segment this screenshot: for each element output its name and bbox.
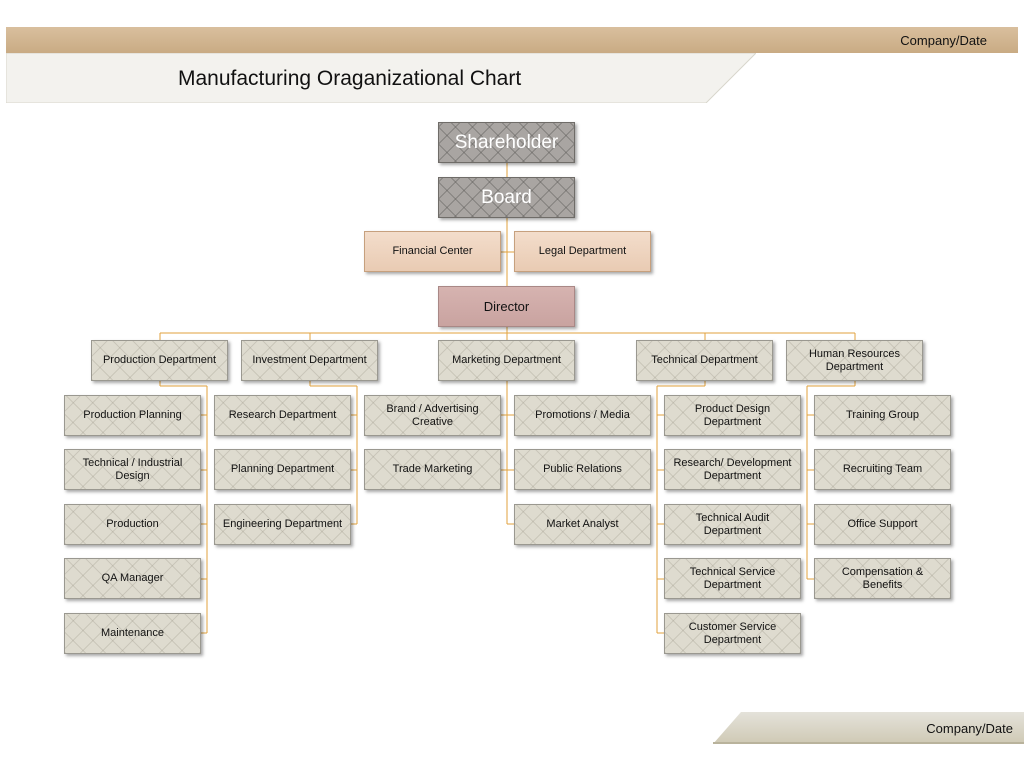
financial-center-box: Financial Center xyxy=(364,231,501,272)
unit-box: Technical / Industrial Design xyxy=(64,449,201,490)
unit-box: Research Department xyxy=(214,395,351,436)
unit-box: Production Planning xyxy=(64,395,201,436)
legal-department-box: Legal Department xyxy=(514,231,651,272)
unit-box: Product Design Department xyxy=(664,395,801,436)
unit-box: Maintenance xyxy=(64,613,201,654)
unit-box: Office Support xyxy=(814,504,951,545)
director-box: Director xyxy=(438,286,575,327)
unit-box: Production xyxy=(64,504,201,545)
board-box: Board xyxy=(438,177,575,218)
header-band xyxy=(6,27,1018,53)
unit-box: Brand / Advertising Creative xyxy=(364,395,501,436)
unit-box: Planning Department xyxy=(214,449,351,490)
unit-box: Training Group xyxy=(814,395,951,436)
unit-box: Recruiting Team xyxy=(814,449,951,490)
unit-box: QA Manager xyxy=(64,558,201,599)
footer-company-date: Company/Date xyxy=(926,721,1013,736)
footer-strip xyxy=(713,712,1024,744)
technical-department-box: Technical Department xyxy=(636,340,773,381)
shareholder-box: Shareholder xyxy=(438,122,575,163)
unit-box: Compensation & Benefits xyxy=(814,558,951,599)
unit-box: Promotions / Media xyxy=(514,395,651,436)
unit-box: Engineering Department xyxy=(214,504,351,545)
human-resources-department-box: Human Resources Department xyxy=(786,340,923,381)
unit-box: Technical Service Department xyxy=(664,558,801,599)
header-company-date: Company/Date xyxy=(900,33,987,48)
unit-box: Market Analyst xyxy=(514,504,651,545)
unit-box: Public Relations xyxy=(514,449,651,490)
marketing-department-box: Marketing Department xyxy=(438,340,575,381)
unit-box: Customer Service Department xyxy=(664,613,801,654)
unit-box: Technical Audit Department xyxy=(664,504,801,545)
title-strip xyxy=(6,53,756,103)
page-title: Manufacturing Oraganizational Chart xyxy=(178,67,522,90)
unit-box: Trade Marketing xyxy=(364,449,501,490)
investment-department-box: Investment Department xyxy=(241,340,378,381)
production-department-box: Production Department xyxy=(91,340,228,381)
unit-box: Research/ Development Department xyxy=(664,449,801,490)
